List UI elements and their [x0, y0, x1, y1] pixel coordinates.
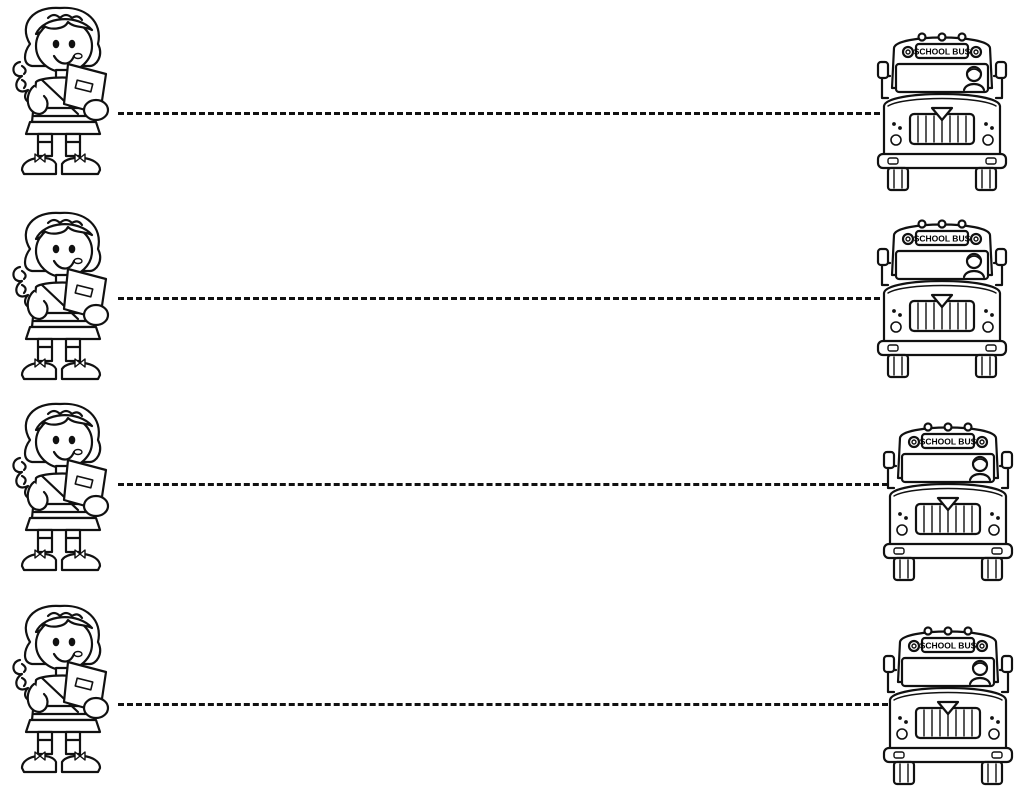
school-bus-icon: SCHOOL BUS: [874, 28, 1010, 193]
tracing-row-2: SCHOOL BUS: [0, 207, 1024, 397]
dashed-trace-line[interactable]: [118, 112, 880, 115]
school-bus-icon: SCHOOL BUS: [874, 215, 1010, 380]
dashed-trace-line[interactable]: [118, 483, 888, 486]
bus-sign-label: SCHOOL BUS: [914, 47, 971, 57]
girl-with-book-icon: [8, 602, 114, 777]
tracing-row-4: SCHOOL BUS: [0, 600, 1024, 790]
dashed-trace-line[interactable]: [118, 703, 888, 706]
dashed-trace-line[interactable]: [118, 297, 880, 300]
tracing-row-3: SCHOOL BUS: [0, 398, 1024, 588]
school-bus-icon: SCHOOL BUS: [880, 622, 1016, 787]
girl-with-book-icon: [8, 209, 114, 384]
girl-with-book-icon: [8, 4, 114, 179]
school-bus-icon: SCHOOL BUS: [880, 418, 1016, 583]
tracing-row-1: SCHOOL BUS: [0, 4, 1024, 194]
bus-sign-label: SCHOOL BUS: [914, 234, 971, 244]
girl-with-book-icon: [8, 400, 114, 575]
bus-sign-label: SCHOOL BUS: [920, 437, 977, 447]
bus-sign-label: SCHOOL BUS: [920, 641, 977, 651]
